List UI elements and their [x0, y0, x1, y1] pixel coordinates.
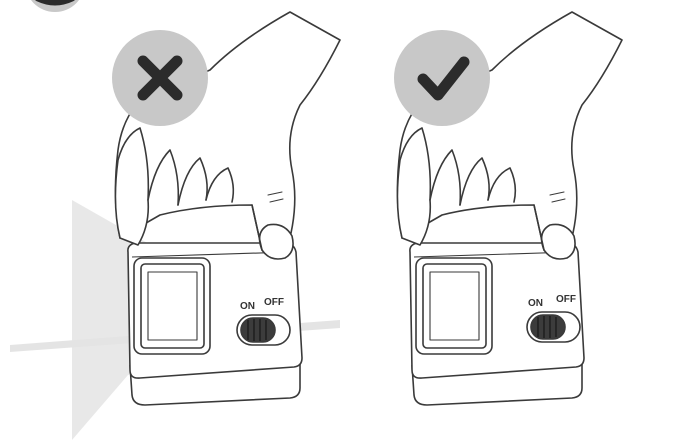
cropped-badge-fragment: [25, 0, 85, 12]
checkmark-icon: [394, 30, 490, 126]
blood-pressure-monitor: [410, 243, 584, 405]
panel-incorrect: ON OFF: [10, 12, 340, 440]
switch-on-label: ON: [240, 301, 255, 312]
switch-off-label: OFF: [264, 297, 284, 308]
blood-pressure-monitor: [128, 243, 302, 405]
switch-on-label: ON: [528, 298, 543, 309]
switch-off-label: OFF: [556, 294, 576, 305]
panel-correct: ON OFF: [394, 12, 622, 405]
cross-icon: [112, 30, 208, 126]
